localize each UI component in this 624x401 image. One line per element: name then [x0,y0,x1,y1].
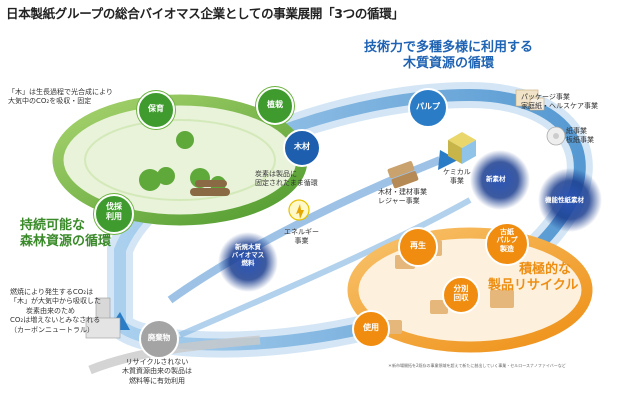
carbon-fixed-note: 炭素は製品に 固定されたまま循環 [255,170,318,188]
new-material-label: 新素材 [486,175,506,183]
energy-business-label: エネルギー 事業 [284,228,319,246]
paper-roll-icon [546,126,566,146]
wood-cycle-title: 技術力で多種多様に利用する 木質資源の循環 [364,40,534,72]
biomass-fuel-glow [218,232,278,292]
functional-paper-label: 機能性紙素材 [545,196,584,204]
non-recycle-note: リサイクルされない 木質資源由来の製品は 燃料等に有効利用 [122,358,192,385]
bunbetsu-circle: 分別 回収 [442,276,480,314]
package-business-label: パッケージ事業 家庭紙・ヘルスケア事業 [521,93,598,111]
new-material-glow [470,150,530,210]
chemical-business-label: ケミカル 事業 [443,168,471,186]
biomass-fuel-label: 新規木質 バイオマス 燃料 [231,243,265,267]
shokusai-circle: 植栽 [256,87,294,125]
batsusai-riyo-circle: 伐採 利用 [94,194,134,234]
package-icon [515,89,545,111]
energy-icon [288,199,310,221]
functional-paper-glow [538,168,602,232]
footnote: ＊新市場開拓を2既存の事業領域を超えて新たに創出していく事業・セルロースナノファ… [388,363,566,368]
saisei-circle: 再生 [398,227,438,267]
pulp-circle: パルプ [408,88,448,128]
forest-co2-note: 「木」は生長過程で光合成により 大気中のCO₂を吸収・固定 [8,88,113,106]
koshi-pulp-circle: 古紙 パルプ 製造 [485,222,529,266]
forest-cycle-title: 持続可能な 森林資源の循環 [20,218,112,250]
haikibutsu-circle: 廃棄物 [139,319,179,359]
mokuzai-circle: 木材 [283,129,321,167]
shiyo-circle: 使用 [352,310,390,348]
lumber-icon [387,161,419,189]
paper-business-label: 紙事業 板紙事業 [566,127,594,145]
lumber-business-label: 木材・建材事業 レジャー事業 [378,188,427,206]
hoiku-circle: 保育 [137,91,175,129]
chemical-icon [448,132,476,164]
page-title: 日本製紙グループの総合バイオマス企業としての事業展開「3つの循環」 [6,6,404,21]
recycle-cycle-title: 積極的な 製品リサイクル [488,262,579,294]
carbon-neutral-note: 燃焼により発生するCO₂は 「木」が大気中から吸収した 炭素由来のため CO₂は… [10,288,101,334]
